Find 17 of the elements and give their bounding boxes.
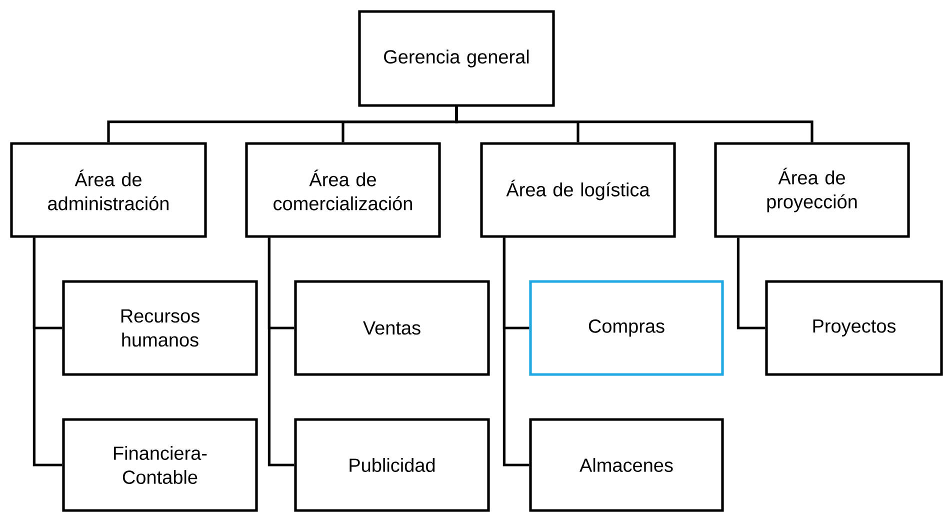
- unit-box: Almacenes: [529, 418, 724, 512]
- unit-box: Financiera-Contable: [62, 418, 258, 512]
- department-box: Área de logística: [480, 142, 676, 238]
- connector-line: [32, 238, 62, 466]
- department-box: Área de proyección: [714, 142, 910, 238]
- connector-line: [268, 238, 294, 466]
- manager-box: Gerencia general: [358, 10, 555, 107]
- unit-box: Publicidad: [294, 418, 490, 512]
- connector-line: [502, 238, 530, 466]
- connector-line: [736, 238, 766, 330]
- unit-box: Ventas: [294, 280, 490, 376]
- unit-box: Recursos humanos: [62, 280, 258, 376]
- department-box: Área de administración: [10, 142, 207, 238]
- connector-line: [455, 106, 814, 142]
- unit-box: Proyectos: [765, 280, 943, 376]
- unit-box: Compras: [529, 280, 724, 376]
- department-box: Área de comercialización: [245, 142, 441, 238]
